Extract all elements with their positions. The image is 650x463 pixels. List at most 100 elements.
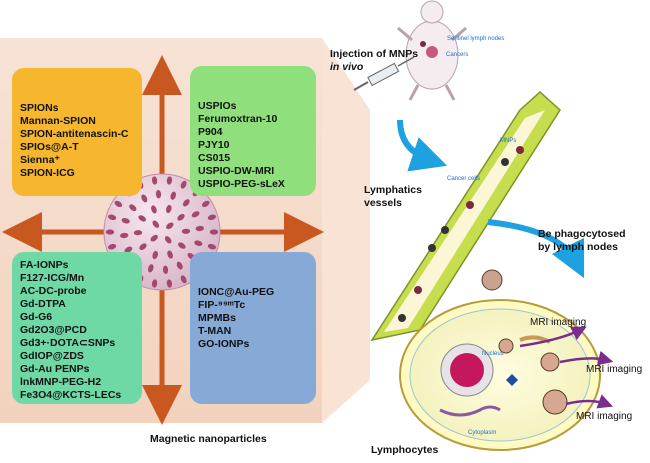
agent-item: Sienna⁺ (20, 154, 60, 166)
agent-item: P904 (198, 126, 223, 138)
ligand-spike (151, 205, 157, 214)
agent-item: USPIOs (198, 100, 237, 112)
mri-label-3: MRI imaging (576, 411, 633, 422)
ligand-spike (177, 214, 185, 221)
agent-item: CS015 (198, 152, 231, 164)
agent-item: USPIO-DW-MRI (198, 165, 275, 177)
agent-item: GdIOP@ZDS (20, 350, 84, 362)
mnps-label: MNPs (500, 138, 517, 144)
ligand-spike (107, 214, 117, 221)
cancers-label: Cancers (446, 52, 469, 58)
ligand-spike (148, 264, 154, 273)
ligand-spike (155, 190, 162, 199)
phagocytosed-label: Be phagocytosed (538, 228, 626, 240)
ligand-spike (166, 222, 174, 230)
mri-label-1: MRI imaging (530, 317, 587, 328)
ligand-spike (151, 279, 158, 288)
agent-item: lnkMNP-PEG-H2 (20, 376, 102, 388)
ligand-spike (201, 200, 210, 208)
agent-item: PJY10 (198, 139, 230, 151)
ligand-spike (133, 230, 143, 236)
mri-label-2: MRI imaging (586, 364, 643, 375)
agent-item: SPION-antitenascin-C (20, 128, 129, 140)
lymphatic-vessel (370, 90, 561, 342)
cancer-cells-label: Cancer cells (447, 176, 481, 182)
agent-item: SPIONs (20, 102, 59, 114)
ligand-spike (141, 194, 148, 203)
ligand-spike (114, 200, 123, 208)
agent-item: USPIO-PEG-sLeX (198, 178, 285, 190)
ligand-spike (107, 243, 117, 250)
agent-item: Ferumoxtran-10 (198, 113, 278, 125)
agent-item: Gd2O3@PCD (20, 324, 87, 336)
lymphatics-label: Lymphatics (364, 184, 422, 196)
ligand-spike (138, 215, 146, 222)
ligand-spike (150, 234, 158, 242)
ligand-spike (195, 225, 204, 232)
sentinel-label: Sentinel lymph nodes (447, 36, 505, 42)
agent-item: FA-IONPs (20, 259, 69, 271)
ligand-spike (191, 211, 200, 218)
syringe-icon (353, 56, 415, 91)
ligand-spike (105, 229, 115, 235)
agent-item: IONC@Au-PEG (198, 286, 275, 298)
agent-item: Gd-Au PENPs (20, 363, 90, 375)
ligand-spike (166, 279, 173, 288)
ligand-spike (180, 180, 187, 189)
agent-item: GO-IONPs (198, 338, 250, 350)
agent-item: F127-ICG/Mn (20, 272, 85, 284)
flow-arrow-1 (397, 119, 448, 172)
agent-item: Gd-DTPA (20, 298, 66, 310)
in-vivo-label: in vivo (330, 61, 364, 73)
mri-arrows (519, 326, 614, 409)
ligand-spike (176, 261, 183, 270)
ligand-spike (207, 243, 217, 250)
ligand-spike (152, 250, 158, 260)
ligand-spike (139, 243, 147, 250)
ligand-spike (181, 228, 191, 234)
ligand-spike (170, 191, 176, 200)
lymph-nodes-label: by lymph nodes (538, 241, 618, 253)
agent-item: Mannan-SPION (20, 115, 96, 127)
ligand-spike (162, 265, 169, 274)
ligand-spike (178, 242, 186, 249)
ligand-spike (209, 229, 219, 235)
ligand-spike (194, 240, 203, 246)
ligand-spike (182, 199, 190, 207)
vessels-label: vessels (364, 197, 402, 209)
ligand-spike (166, 176, 173, 185)
agent-item: AC-DC-probe (20, 285, 87, 297)
ligand-spike (207, 214, 217, 221)
nucleus-label: Nucleus (482, 351, 504, 357)
flow-arrow-2 (487, 219, 585, 279)
ligand-spike (124, 246, 133, 253)
agent-item: Gd-G6 (20, 311, 53, 323)
ligand-spike (164, 236, 172, 244)
projection-wedge (322, 38, 370, 423)
mouse-icon (397, 0, 467, 101)
small-nanoparticle-icon (481, 269, 503, 291)
agent-item: FIP-⁹⁹ᵐTc (198, 299, 246, 311)
ligand-spike (151, 176, 158, 185)
agent-item: T-MAN (198, 325, 232, 337)
ligand-spike (121, 218, 130, 224)
agent-item: MPMBs (198, 312, 236, 324)
injection-label: Injection of MNPs (330, 48, 419, 60)
ligand-spike (166, 204, 172, 214)
agent-item: SPIOs@A-T (20, 141, 79, 153)
ligand-spike (167, 250, 173, 259)
ligand-spike (152, 220, 160, 228)
lymphocytes-label: Lymphocytes (371, 444, 439, 456)
agent-item: Fe3O4@KCTS-LECs (20, 389, 122, 401)
agent-item: Gd3+·DOTA⊂SNPs (20, 337, 116, 349)
ligand-spike (180, 275, 187, 284)
ligand-spike (129, 204, 137, 212)
caption-magnetic-nanoparticles: Magnetic nanoparticles (150, 433, 267, 445)
agent-item: SPION-ICG (20, 167, 75, 179)
ligand-spike (120, 232, 129, 239)
cytoplasm-label: Cytoplasm (468, 430, 497, 436)
